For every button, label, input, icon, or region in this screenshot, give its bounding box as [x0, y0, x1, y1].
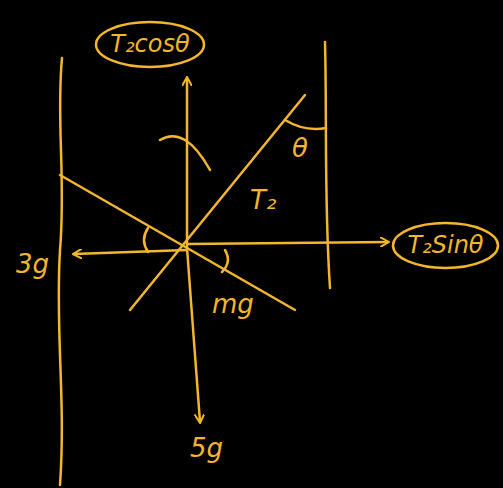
term-text: T₂Sinθ — [407, 232, 483, 258]
angle-arc — [144, 228, 148, 252]
diagonal-line — [60, 175, 295, 310]
value-label: 3g — [16, 250, 49, 279]
value-label: 5g — [190, 434, 223, 463]
angle-arc — [160, 136, 210, 170]
right-wall — [325, 42, 330, 288]
circled-term: T₂Sinθ — [391, 221, 500, 270]
angle-arc — [222, 250, 228, 272]
circled-term: T₂cosθ — [94, 20, 206, 69]
up-arrow — [186, 78, 189, 248]
force-label: T₂ — [250, 186, 276, 215]
angle-label: θ — [292, 134, 308, 163]
left-arrow — [74, 250, 187, 254]
force-label: mg — [212, 290, 254, 319]
left-wall — [59, 58, 62, 485]
down-arrow — [187, 248, 200, 422]
right-arrow — [187, 242, 388, 244]
term-text: T₂cosθ — [110, 31, 189, 57]
angle-arc — [285, 120, 326, 129]
tension-line — [130, 95, 305, 310]
